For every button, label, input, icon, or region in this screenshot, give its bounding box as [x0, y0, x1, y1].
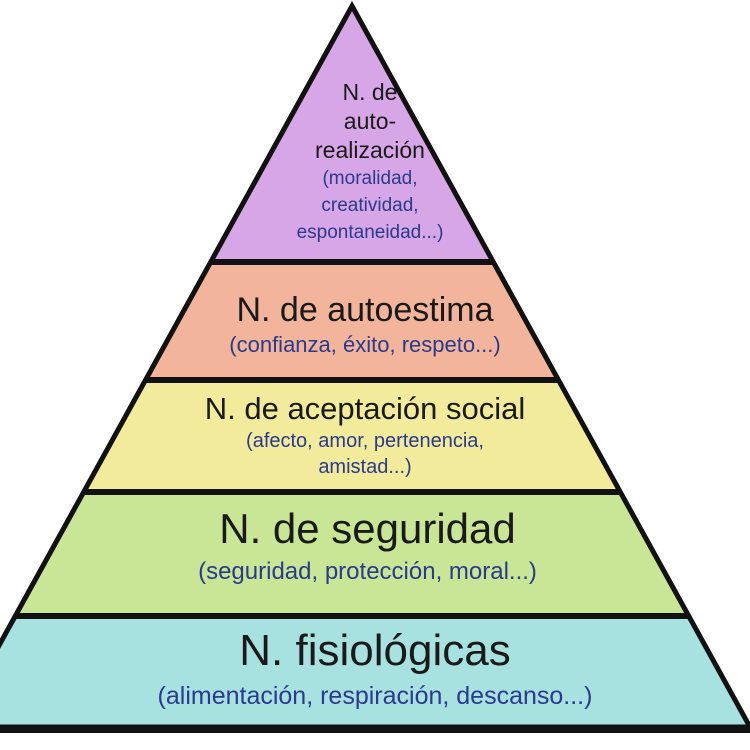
level-title: N. de aceptación social	[204, 391, 526, 426]
level-divider	[0, 613, 750, 619]
level-description: (afecto, amor, pertenencia,	[246, 430, 484, 452]
level-divider	[0, 259, 750, 265]
level-band-seguridad	[0, 492, 750, 616]
level-autorrealizacion: N. de auto- realización (moralidad, crea…	[245, 78, 495, 246]
level-fisiologicas: N. fisiológicas (alimentación, respiraci…	[20, 624, 730, 714]
level-description: espontaneidad...)	[296, 222, 444, 243]
level-description: (alimentación, respiración, descanso...)	[157, 682, 593, 710]
level-band-fisiologicas	[0, 616, 750, 727]
pyramid-base-line	[0, 727, 750, 733]
level-divider	[0, 377, 750, 383]
level-title: N. de seguridad	[219, 505, 516, 552]
level-description: amistad...)	[318, 456, 412, 478]
level-title: N. fisiológicas	[239, 626, 511, 675]
level-aceptacion-social: N. de aceptación social (afecto, amor, p…	[115, 390, 615, 480]
level-divider	[0, 489, 750, 495]
level-description: (moralidad,	[322, 168, 418, 189]
level-description: (confianza, éxito, respeto...)	[229, 332, 501, 357]
level-autoestima: N. de autoestima (confianza, éxito, resp…	[150, 290, 580, 360]
level-description: (seguridad, protección, moral...)	[198, 558, 537, 585]
level-title: realización	[315, 137, 425, 163]
level-description: creatividad,	[321, 195, 419, 216]
level-title: N. de autoestima	[236, 291, 494, 329]
level-title: auto-	[343, 108, 397, 134]
level-title: N. de	[342, 79, 398, 105]
level-seguridad: N. de seguridad (seguridad, protección, …	[60, 503, 675, 589]
